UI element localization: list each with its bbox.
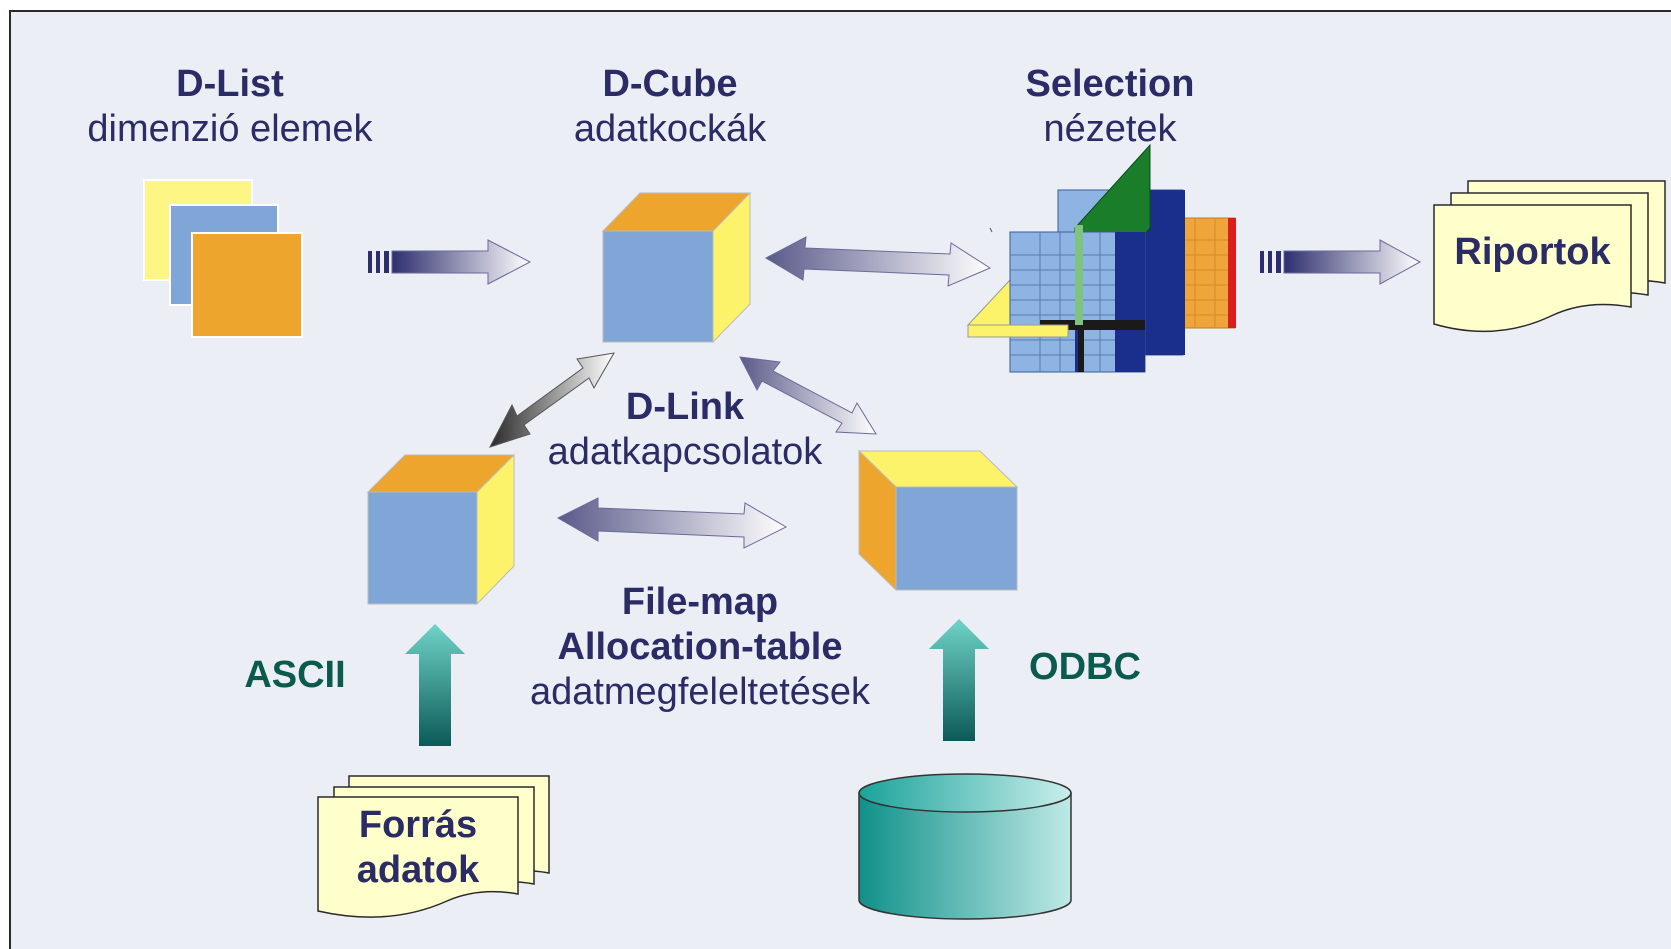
arrow-dlist-to-dcube [368, 239, 532, 285]
odbc-up-arrow [929, 619, 989, 741]
dlink-label: D-Link adatkapcsolatok [520, 385, 850, 475]
ascii-label: ASCII [244, 654, 346, 696]
dlink-subtitle: adatkapcsolatok [547, 430, 823, 473]
source-line1: Forrás [358, 804, 478, 846]
source-line2: adatok [356, 848, 480, 891]
selection-grid-icon [966, 143, 1236, 373]
riportok-label: Riportok [1434, 230, 1631, 275]
arrow-dcube-selection [764, 236, 992, 287]
dlink-title: D-Link [625, 386, 745, 428]
dcube-icon [601, 191, 752, 344]
ascii-up-arrow [405, 624, 465, 746]
left-cube-icon [366, 453, 516, 606]
dlist-stack-icon [143, 179, 303, 338]
selection-label: Selection nézetek [960, 62, 1260, 152]
arrow-dcube-leftcube [488, 352, 615, 448]
dcube-title: D-Cube [602, 63, 738, 105]
arrow-selection-to-riportok [1260, 239, 1422, 285]
selection-subtitle: nézetek [1043, 107, 1177, 150]
filemap-title2: Allocation-table [557, 625, 843, 668]
dlist-label: D-List dimenzió elemek [60, 62, 400, 152]
selection-title: Selection [1025, 63, 1195, 105]
arrow-leftcube-rightcube [556, 497, 788, 549]
diagram-frame [9, 10, 1671, 949]
right-cube-icon [857, 449, 1019, 592]
odbc-label: ODBC [1029, 646, 1141, 688]
dlist-subtitle: dimenzió elemek [87, 107, 373, 150]
dcube-label: D-Cube adatkockák [510, 62, 830, 152]
database-cylinder-icon [858, 773, 1072, 920]
dcube-subtitle: adatkockák [573, 107, 767, 150]
dlist-title: D-List [176, 63, 284, 105]
filemap-label: File-map Allocation-table adatmegfelelte… [490, 580, 910, 714]
arrow-dcube-rightcube [739, 356, 877, 435]
filemap-subtitle: adatmegfeleltetések [529, 670, 871, 713]
source-documents-icon [317, 775, 550, 918]
source-label: Forrás adatok [318, 803, 518, 893]
riportok-title: Riportok [1454, 231, 1611, 273]
filemap-title1: File-map [621, 581, 779, 623]
report-documents-icon [1433, 180, 1666, 333]
